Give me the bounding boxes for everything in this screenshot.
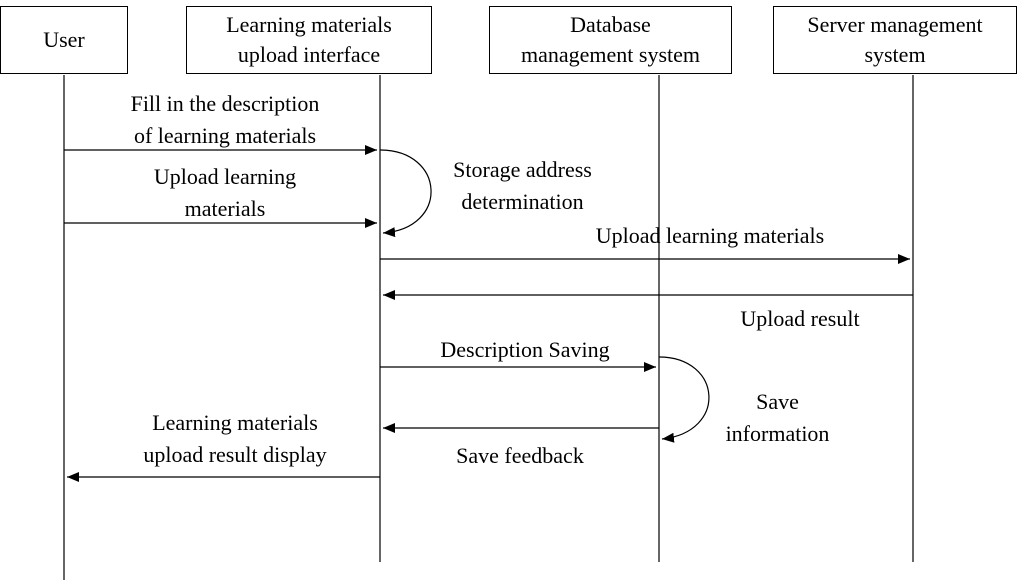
label-fill-description: Fill in the description of learning mate…	[130, 91, 320, 148]
actor-upload-interface: Learning materials upload interface	[186, 6, 432, 74]
label-storage-address: Storage address determination	[453, 157, 592, 214]
actor-database: Database management system	[489, 6, 732, 74]
actor-upload-interface-label: Learning materials upload interface	[226, 12, 392, 67]
arrow-save-information-self	[658, 356, 710, 443]
actor-user: User	[0, 6, 128, 74]
label-upload-materials-user: Upload learning materials	[153, 164, 297, 221]
label-save-feedback: Save feedback	[456, 443, 584, 468]
label-result-display: Learning materials upload result display	[143, 410, 327, 467]
actor-user-label: User	[43, 27, 85, 52]
actor-server: Server management system	[773, 6, 1017, 74]
actor-database-label: Database management system	[520, 12, 700, 67]
label-save-information: Save information	[725, 389, 830, 446]
label-upload-result: Upload result	[740, 306, 860, 331]
arrow-storage-address-self	[379, 149, 432, 238]
actor-server-label: Server management system	[807, 12, 983, 67]
label-description-saving: Description Saving	[440, 337, 610, 362]
label-upload-materials-server: Upload learning materials	[595, 223, 825, 248]
